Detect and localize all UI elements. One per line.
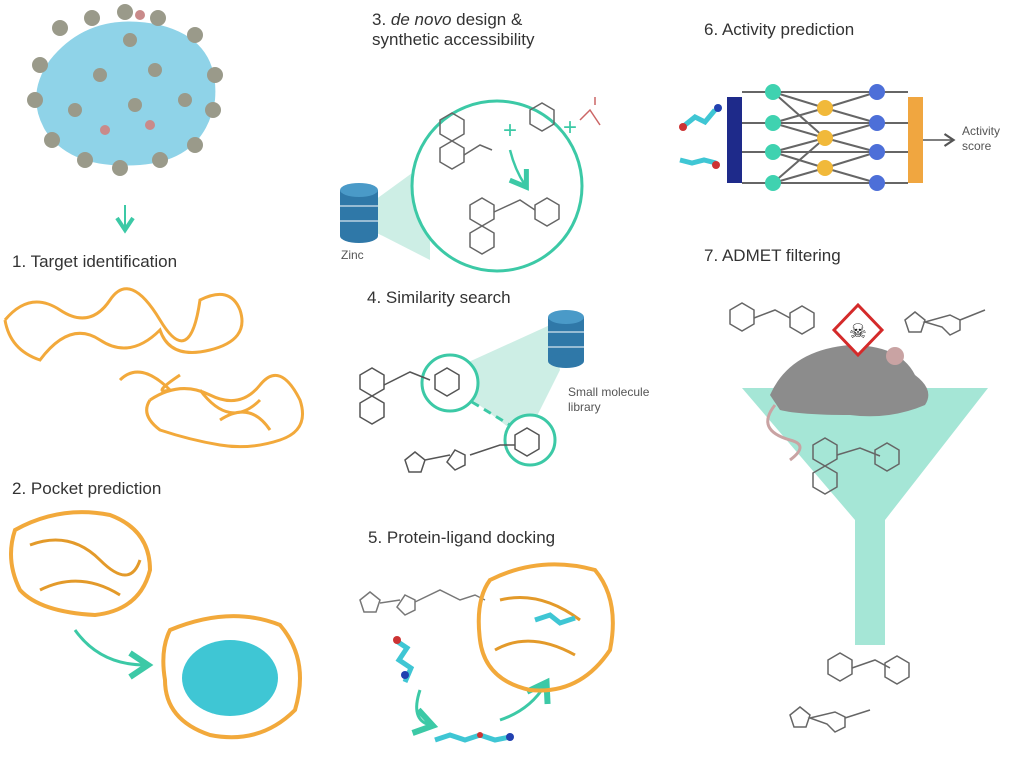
library-database-icon [548, 310, 584, 368]
de-novo-design-illustration: + + [340, 97, 601, 273]
library-label-line1: Small molecule [568, 385, 650, 399]
docking-illustration [359, 562, 615, 743]
step-3-rest: design & [451, 10, 523, 29]
step-5-title: 5. Protein-ligand docking [368, 528, 556, 547]
svg-text:+: + [563, 114, 577, 141]
svg-text:☠: ☠ [849, 321, 867, 343]
step-3-title: 3. de novo design &synthetic accessibili… [372, 10, 535, 50]
step-3-line2: synthetic accessibility [372, 30, 535, 49]
library-label-line2: library [568, 400, 601, 414]
zinc-label: Zinc [341, 248, 364, 262]
zinc-database-icon [340, 183, 378, 243]
neural-network-illustration [679, 84, 956, 191]
step-4-title: 4. Similarity search [367, 288, 511, 307]
virus-illustration [27, 4, 223, 176]
activity-label-line1: Activity [962, 124, 1001, 138]
step-2-title: 2. Pocket prediction [12, 479, 162, 498]
activity-label-line2: score [962, 139, 992, 153]
step-3-number: 3. [372, 10, 391, 29]
protein-structure-target [3, 287, 304, 449]
step-1-title: 1. Target identification [12, 252, 178, 271]
admet-funnel-illustration: ☠ [729, 302, 988, 733]
protein-structure-pocket [9, 510, 302, 740]
step-3-italic: de novo [390, 10, 452, 29]
step-6-title: 6. Activity prediction [704, 20, 855, 39]
svg-text:+: + [503, 117, 517, 144]
step-7-title: 7. ADMET filtering [704, 246, 841, 265]
similarity-search-illustration [359, 310, 584, 473]
